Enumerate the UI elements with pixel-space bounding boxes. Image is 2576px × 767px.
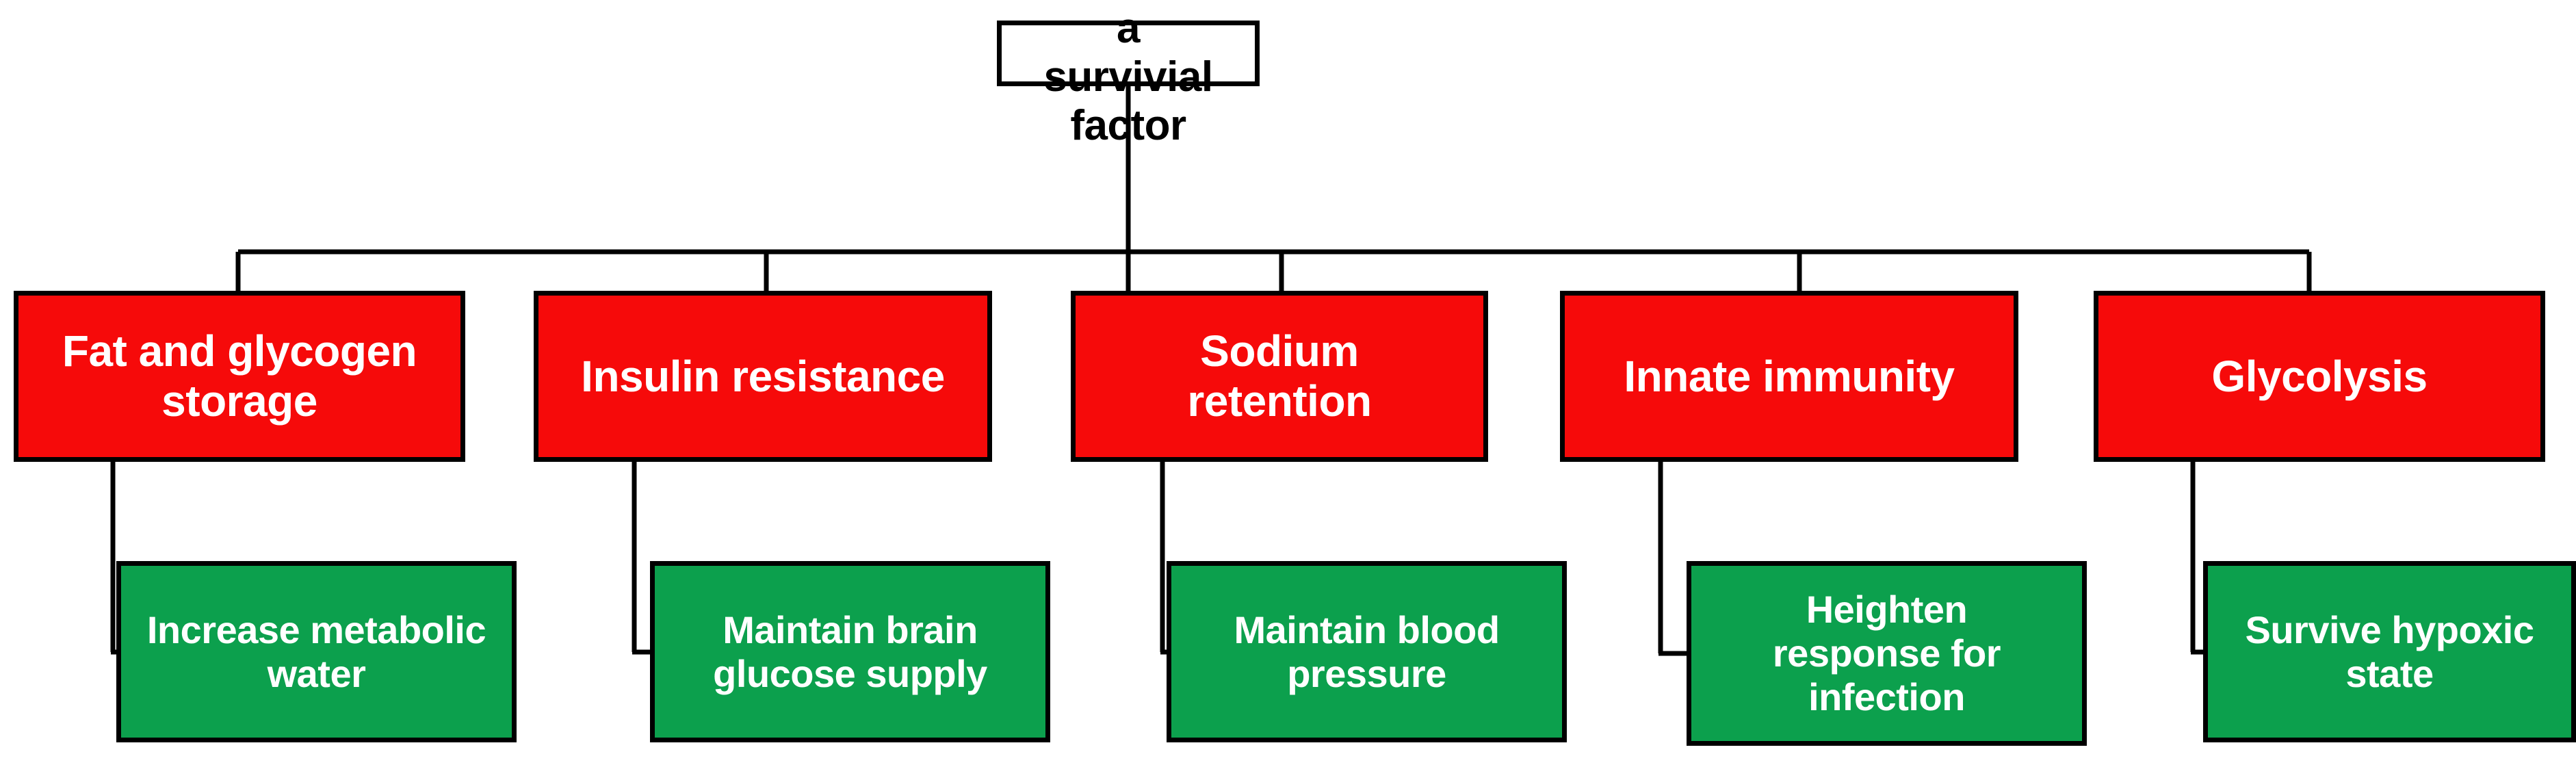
node-primary-insulin-resistance[interactable]: Insulin resistance	[534, 291, 992, 462]
node-secondary-survive-hypoxic-state[interactable]: Survive hypoxic state	[2203, 561, 2576, 742]
node-root-fructose-as-a-survivial-factor[interactable]: Fructose as a survivial factor	[997, 0, 1260, 149]
node-secondary-maintain-blood-pressure[interactable]: Maintain blood pressure	[1167, 561, 1567, 742]
node-secondary-heighten-response-for-infection[interactable]: Heighten response for infection	[1687, 561, 2087, 746]
node-primary-fat-and-glycogen-storage[interactable]: Fat and glycogen storage	[14, 291, 465, 462]
node-primary-sodium-retention[interactable]: Sodium retention	[1071, 291, 1488, 462]
node-primary-glycolysis[interactable]: Glycolysis	[2094, 291, 2545, 462]
node-primary-innate-immunity[interactable]: Innate immunity	[1560, 291, 2018, 462]
node-secondary-maintain-brain-glucose-supply[interactable]: Maintain brain glucose supply	[650, 561, 1050, 742]
node-secondary-increase-metabolic-water[interactable]: Increase metabolic water	[116, 561, 517, 742]
